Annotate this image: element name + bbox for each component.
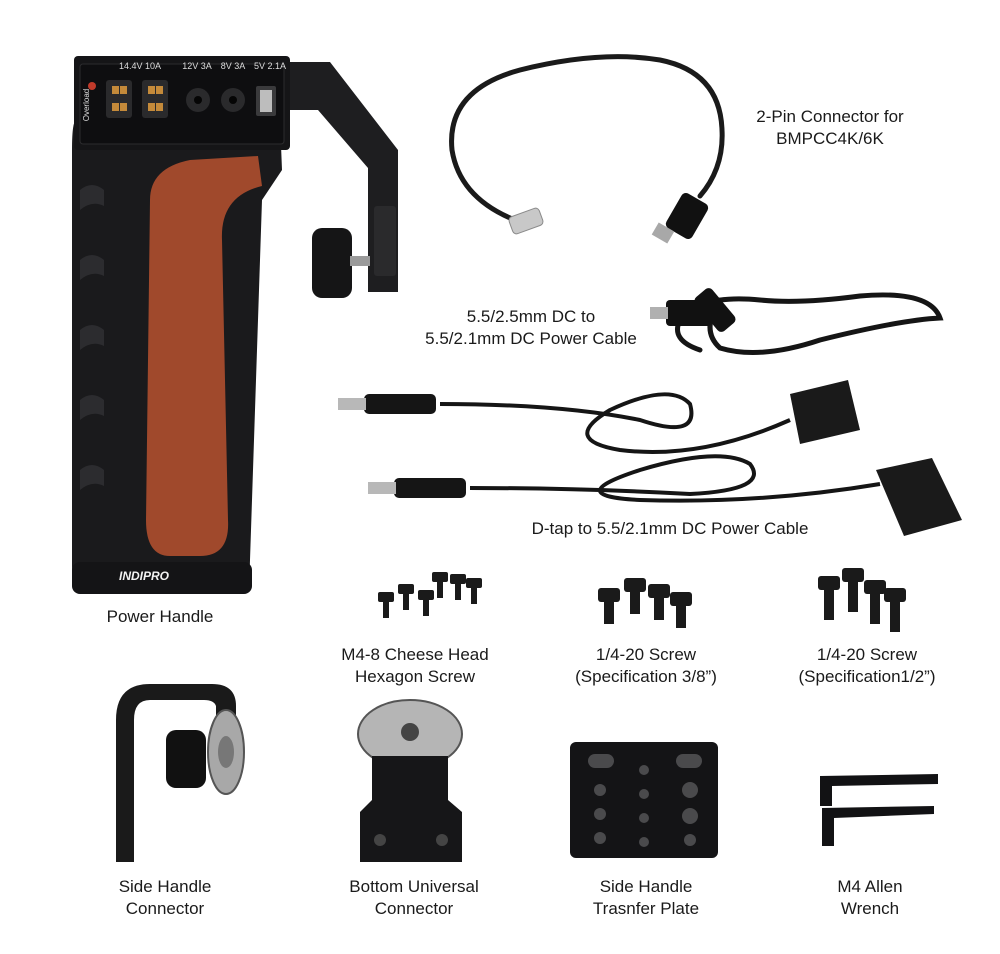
screws-3-8 [598, 578, 692, 628]
caption-transfer-plate: Side Handle Trasnfer Plate [592, 877, 700, 918]
two-pin-cable [449, 54, 725, 225]
caption-dc-cable: 5.5/2.5mm DC to 5.5/2.1mm DC Power Cable [425, 307, 637, 348]
overload-label: Overload [82, 88, 91, 122]
caption-two-pin-connector: 2-Pin Connector for BMPCC4K/6K [756, 107, 904, 148]
bottom-universal-connector-part [357, 699, 463, 862]
caption-bottom-universal-connector: Bottom Universal Connector [349, 877, 479, 918]
lemo-plug [508, 207, 544, 235]
caption-screw-3-8: 1/4-20 Screw (Specification 3/8”) [575, 645, 717, 686]
caption-dtap-cable: D-tap to 5.5/2.1mm DC Power Cable [531, 519, 809, 538]
caption-allen-wrench: M4 Allen Wrench [837, 877, 903, 918]
caption-side-handle-connector: Side Handle Connector [118, 877, 212, 918]
brand-logo: INDIPRO [118, 569, 169, 583]
panel-label-14v: 14.4V 10A [118, 61, 162, 71]
screws-1-2 [818, 568, 906, 632]
dc-dc-cable [650, 288, 944, 355]
panel-label-12v: 12V 3A [182, 61, 212, 71]
panel-label-8v: 8V 3A [220, 61, 246, 71]
power-handle [72, 56, 398, 594]
dc-plug [665, 193, 709, 239]
caption-m4-screw: M4-8 Cheese Head Hexagon Screw [341, 645, 489, 686]
allen-wrench-part [820, 774, 938, 846]
caption-power-handle: Power Handle [106, 607, 214, 626]
transfer-plate-part [570, 742, 718, 858]
m4-screws [378, 572, 482, 618]
caption-screw-1-2: 1/4-20 Screw (Specification1/2”) [798, 645, 936, 686]
side-handle-connector-part [116, 684, 245, 862]
dtap-cables [338, 380, 962, 536]
panel-label-5v: 5V 2.1A [253, 61, 287, 71]
